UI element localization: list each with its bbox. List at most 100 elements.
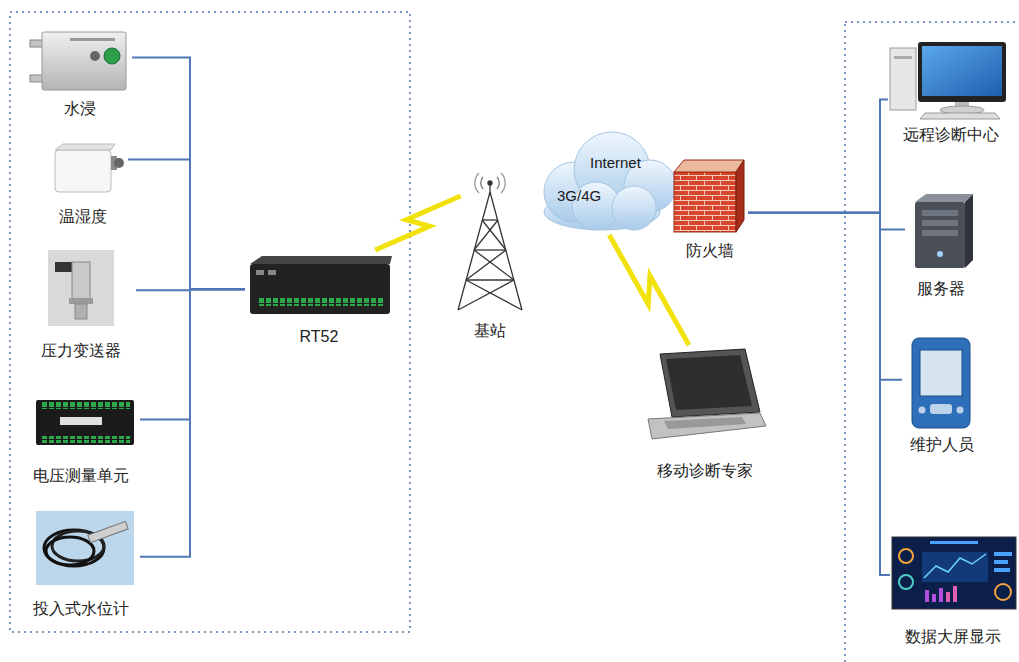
water-sensor-icon (30, 32, 126, 90)
tower-icon-part (458, 280, 514, 310)
firewall-icon-part (674, 172, 736, 232)
handheld-icon-part (912, 338, 970, 428)
laptop: 移动诊断专家 (638, 345, 772, 482)
base-station: 基站 (448, 176, 532, 342)
display-screen: 数据大屏显示 (890, 532, 1016, 648)
rtu-device-icon-part (250, 264, 390, 314)
laptop-icon-part (666, 355, 752, 410)
bus-wire (132, 57, 245, 289)
bus-wire (128, 160, 245, 290)
handheld-icon (912, 338, 970, 428)
dashboard-screen-icon-part (946, 592, 950, 602)
bus-wire (748, 213, 890, 575)
node-label: 投入式水位计 (33, 598, 129, 620)
bus-wire (748, 213, 902, 380)
rtu-device-icon-part (250, 256, 392, 264)
dashboard-screen-icon-part (892, 537, 1016, 609)
tower-icon-part (466, 250, 506, 280)
firewall: 防火墙 (672, 155, 748, 262)
laptop-icon-part (660, 349, 760, 417)
pressure-transmitter-icon-part (72, 262, 90, 300)
server-icon-part (922, 220, 958, 226)
tower-icon-part (482, 219, 498, 220)
handheld: 维护人员 (902, 333, 982, 456)
water-sensor-icon-part (70, 38, 115, 41)
handheld-icon-part (930, 404, 952, 414)
tower-icon-part (475, 173, 479, 193)
tower-icon-part (488, 181, 492, 185)
server-icon-part (937, 251, 943, 257)
node-label: 数据大屏显示 (905, 626, 1001, 648)
computer-icon-part (922, 46, 1002, 96)
server: 服务器 (905, 190, 977, 300)
server-icon (915, 194, 973, 268)
water-level-gauge-icon (36, 511, 134, 585)
pressure-transmitter-icon-part (69, 298, 93, 304)
rtu-device-icon-part (256, 270, 264, 275)
node-label: RT52 (300, 326, 339, 348)
bus-wire (140, 289, 245, 419)
tower-icon-part (458, 192, 490, 310)
node-label: 移动诊断专家 (657, 460, 753, 482)
humidity-sensor-icon-part (55, 150, 111, 192)
server-icon-part (915, 194, 973, 202)
computer: 远程诊断中心 (888, 38, 1014, 146)
humidity-sensor-icon-part (114, 158, 124, 168)
computer-icon-part (918, 42, 1006, 102)
dashboard-screen-icon-part (930, 541, 978, 544)
dashboard-screen-icon (892, 537, 1016, 609)
dashboard-screen-icon-part (953, 586, 957, 602)
tower-icon-part (490, 192, 522, 310)
pressure-transmitter-icon-part (75, 304, 87, 319)
dashboard-screen-icon-part (932, 594, 936, 602)
computer-icon-part (890, 48, 916, 110)
handheld-icon-part (920, 350, 962, 396)
computer-icon-part (920, 113, 1000, 119)
server-icon-part (922, 230, 958, 236)
node-label: 服务器 (917, 278, 965, 300)
pressure-transmitter-icon (48, 250, 114, 326)
node-label: 水浸 (64, 98, 96, 120)
sensor-device: 电压测量单元 (22, 392, 140, 487)
rtu-device-icon (250, 256, 392, 314)
handheld-icon-part (919, 407, 926, 414)
bus-wire (140, 289, 245, 557)
server-icon-part (922, 210, 958, 216)
tower-icon-part (466, 279, 514, 280)
water-level-gauge-icon-part (36, 511, 134, 585)
group-frame-part (10, 12, 410, 632)
node-label: 温湿度 (59, 206, 107, 228)
node-label: 电压测量单元 (33, 465, 129, 487)
water-sensor-icon-part (42, 32, 126, 90)
voltage-unit-icon-part (40, 402, 130, 409)
dashboard-screen-icon-part (899, 575, 913, 589)
laptop-icon-part (648, 413, 766, 439)
tower-icon-part (481, 177, 483, 189)
firewall-icon-part (674, 160, 744, 172)
dashboard-screen-icon-part (922, 552, 988, 582)
rtu-device-icon-part (258, 298, 384, 306)
node-label: Internet (590, 152, 641, 174)
tower-icon-part (474, 220, 498, 250)
tower-icon-part (501, 173, 505, 193)
dashboard-screen-icon-part (939, 588, 943, 602)
gateway-device: RT52 (245, 250, 393, 348)
node-label: 3G/4G (557, 185, 601, 207)
firewall-icon-part (736, 160, 744, 232)
node-label: 维护人员 (910, 434, 974, 456)
pressure-transmitter-icon-part (48, 250, 114, 326)
group-frame (10, 12, 1019, 662)
node-label: 远程诊断中心 (903, 124, 999, 146)
firewall-icon (674, 160, 744, 232)
network-cloud: Internet 3G/4G (535, 130, 670, 235)
dashboard-screen-icon-part (899, 549, 913, 563)
handheld-icon-part (957, 407, 964, 414)
node-label: 防火墙 (686, 240, 734, 262)
sensor-device: 水浸 (28, 28, 132, 120)
group-frame-part (845, 22, 1019, 662)
node-label: 基站 (474, 320, 506, 342)
voltage-unit-icon-part (36, 400, 134, 445)
dashboard-screen-icon-part (995, 584, 1011, 600)
